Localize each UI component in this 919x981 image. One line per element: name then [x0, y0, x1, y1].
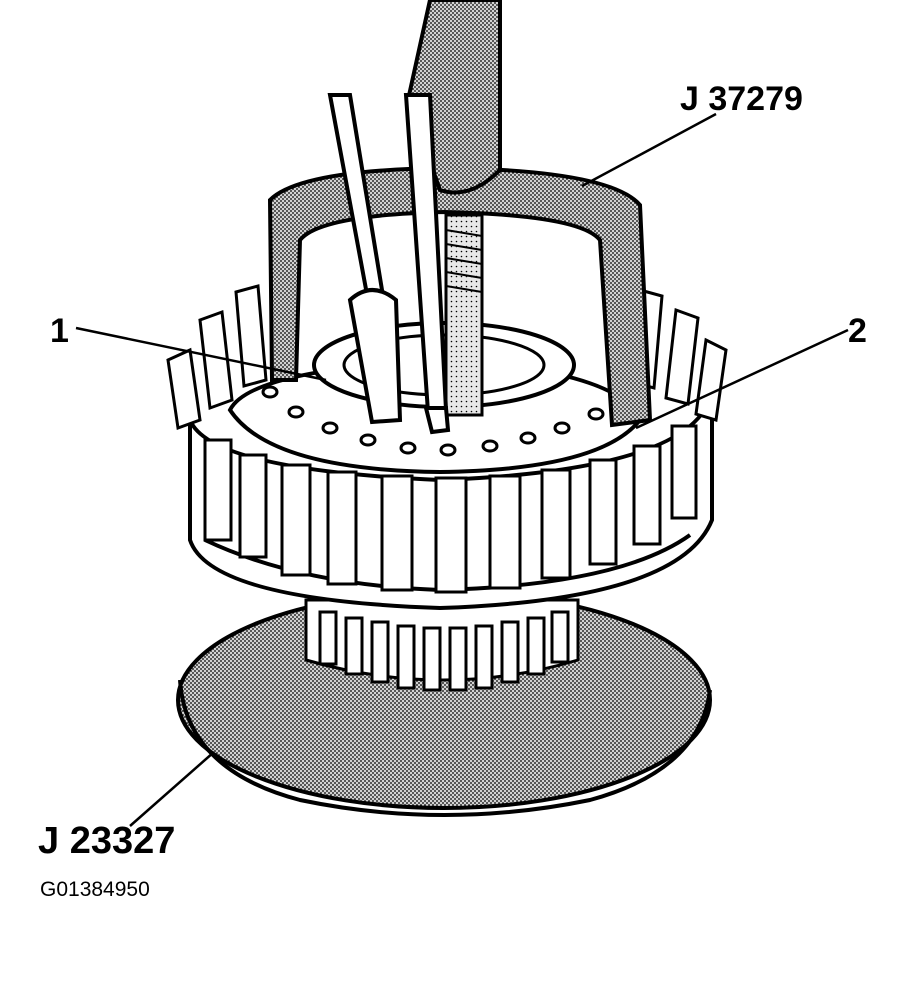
leader-1	[75, 326, 327, 382]
callout-2: 2	[848, 312, 867, 350]
callout-j37279: J 37279	[680, 80, 803, 118]
clutch-drum	[166, 284, 728, 611]
callout-1: 1	[50, 312, 69, 350]
callout-j23327: J 23327	[38, 820, 176, 862]
leader-j23327	[129, 751, 215, 827]
lower-spline-hub	[304, 598, 580, 692]
snap-ring-pliers	[327, 93, 451, 435]
leader-2	[635, 328, 849, 430]
leader-j37279	[581, 112, 717, 188]
leader-lines	[75, 112, 849, 827]
figure-id: G01384950	[40, 878, 150, 901]
